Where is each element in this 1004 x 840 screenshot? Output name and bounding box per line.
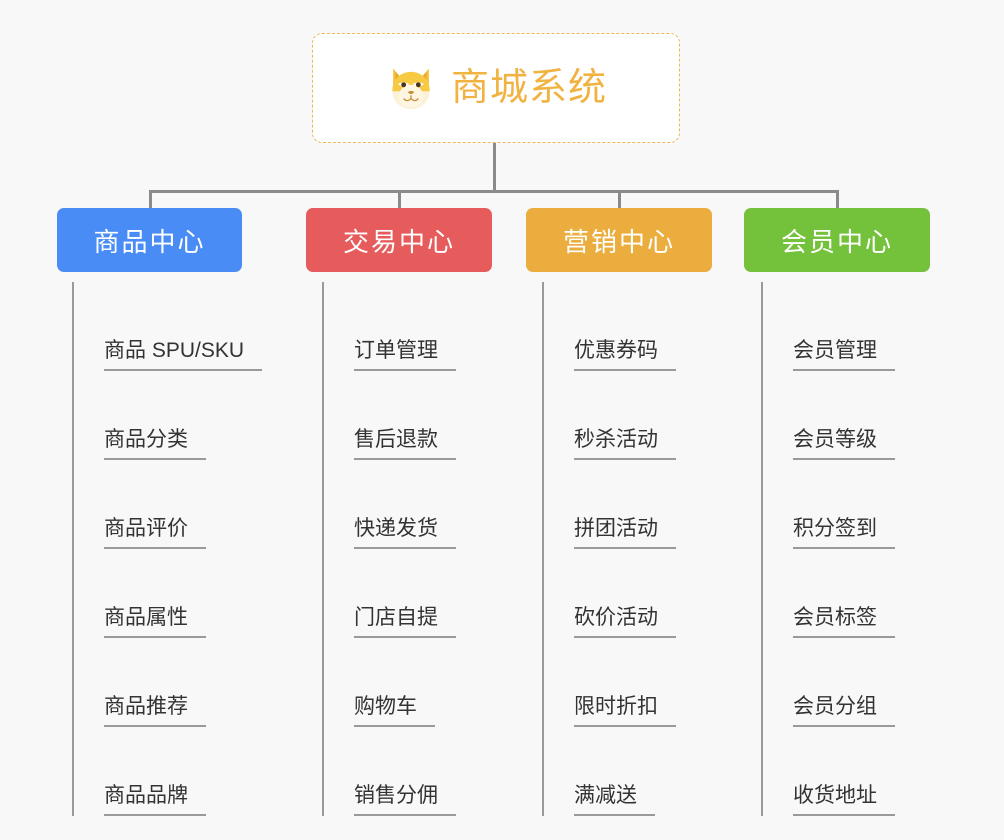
leaf-item-label: 订单管理 [354,339,456,371]
leaf-item[interactable]: 秒杀活动 [542,371,676,460]
leaf-item-label: 购物车 [354,695,435,727]
category-header-2[interactable]: 交易中心 [306,208,492,272]
root-node[interactable]: 商城系统 [312,33,680,143]
leaf-item[interactable]: 限时折扣 [542,638,676,727]
leaf-item[interactable]: 门店自提 [322,549,456,638]
leaf-item[interactable]: 优惠券码 [542,282,676,371]
leaf-column-3: 优惠券码 秒杀活动 拼团活动 砍价活动 限时折扣 满减送 [542,282,676,816]
leaf-item-label: 拼团活动 [574,517,676,549]
leaf-item-label: 会员标签 [793,606,895,638]
leaf-item-label: 积分签到 [793,517,895,549]
leaf-item[interactable]: 会员管理 [761,282,895,371]
leaf-column-1: 商品 SPU/SKU 商品分类 商品评价 商品属性 商品推荐 商品品牌 [72,282,263,816]
leaf-item-label: 快递发货 [354,517,456,549]
leaf-item[interactable]: 会员分组 [761,638,895,727]
connector-horizontal-bus [149,190,839,193]
leaf-item-label: 商品品牌 [104,784,206,816]
leaf-item-label: 商品属性 [104,606,206,638]
leaf-item-label: 会员等级 [793,428,895,460]
leaf-item[interactable]: 拼团活动 [542,460,676,549]
leaf-item[interactable]: 收货地址 [761,727,895,816]
root-label: 商城系统 [450,67,607,109]
leaf-item[interactable]: 售后退款 [322,371,456,460]
category-header-label: 交易中心 [342,226,455,257]
leaf-spine [761,282,763,816]
leaf-item[interactable]: 购物车 [322,638,456,727]
leaf-item[interactable]: 积分签到 [761,460,895,549]
category-header-1[interactable]: 商品中心 [57,208,242,272]
leaf-item-label: 商品评价 [104,517,206,549]
connector-drop-1 [149,190,152,208]
leaf-item-label: 商品 SPU/SKU [104,339,263,371]
leaf-item[interactable]: 商品品牌 [72,727,262,816]
leaf-item[interactable]: 销售分佣 [322,727,456,816]
leaf-item-label: 砍价活动 [574,606,676,638]
category-header-label: 会员中心 [780,226,893,257]
connector-drop-2 [398,190,401,208]
leaf-item-label: 商品推荐 [104,695,206,727]
leaf-column-2: 订单管理 售后退款 快递发货 门店自提 购物车 销售分佣 [322,282,456,816]
connector-root-stem [493,143,496,191]
category-header-label: 营销中心 [562,226,675,257]
leaf-item-label: 优惠券码 [574,339,676,371]
leaf-item-label: 会员分组 [793,695,895,727]
leaf-item-label: 秒杀活动 [574,428,676,460]
category-header-3[interactable]: 营销中心 [526,208,712,272]
leaf-item-label: 售后退款 [354,428,456,460]
leaf-item-label: 销售分佣 [354,784,456,816]
leaf-column-4: 会员管理 会员等级 积分签到 会员标签 会员分组 收货地址 [761,282,895,816]
category-header-label: 商品中心 [93,226,206,257]
leaf-item-label: 限时折扣 [574,695,676,727]
leaf-item-label: 门店自提 [354,606,456,638]
leaf-item[interactable]: 会员标签 [761,549,895,638]
leaf-item-label: 会员管理 [793,339,895,371]
connector-drop-4 [836,190,839,208]
leaf-item[interactable]: 商品属性 [72,549,262,638]
leaf-item[interactable]: 订单管理 [322,282,456,371]
leaf-item[interactable]: 会员等级 [761,371,895,460]
leaf-item[interactable]: 快递发货 [322,460,456,549]
leaf-item[interactable]: 商品 SPU/SKU [72,282,263,371]
leaf-spine [322,282,324,816]
leaf-item[interactable]: 砍价活动 [542,549,676,638]
leaf-item[interactable]: 满减送 [542,727,676,816]
category-header-4[interactable]: 会员中心 [744,208,930,272]
leaf-spine [542,282,544,816]
leaf-item[interactable]: 商品推荐 [72,638,262,727]
leaf-item-label: 收货地址 [793,784,895,816]
connector-drop-3 [618,190,621,208]
shiba-dog-face-icon [392,68,430,110]
leaf-item[interactable]: 商品评价 [72,460,262,549]
leaf-item-label: 商品分类 [104,428,206,460]
leaf-item[interactable]: 商品分类 [72,371,262,460]
leaf-spine [72,282,74,816]
leaf-item-label: 满减送 [574,784,655,816]
